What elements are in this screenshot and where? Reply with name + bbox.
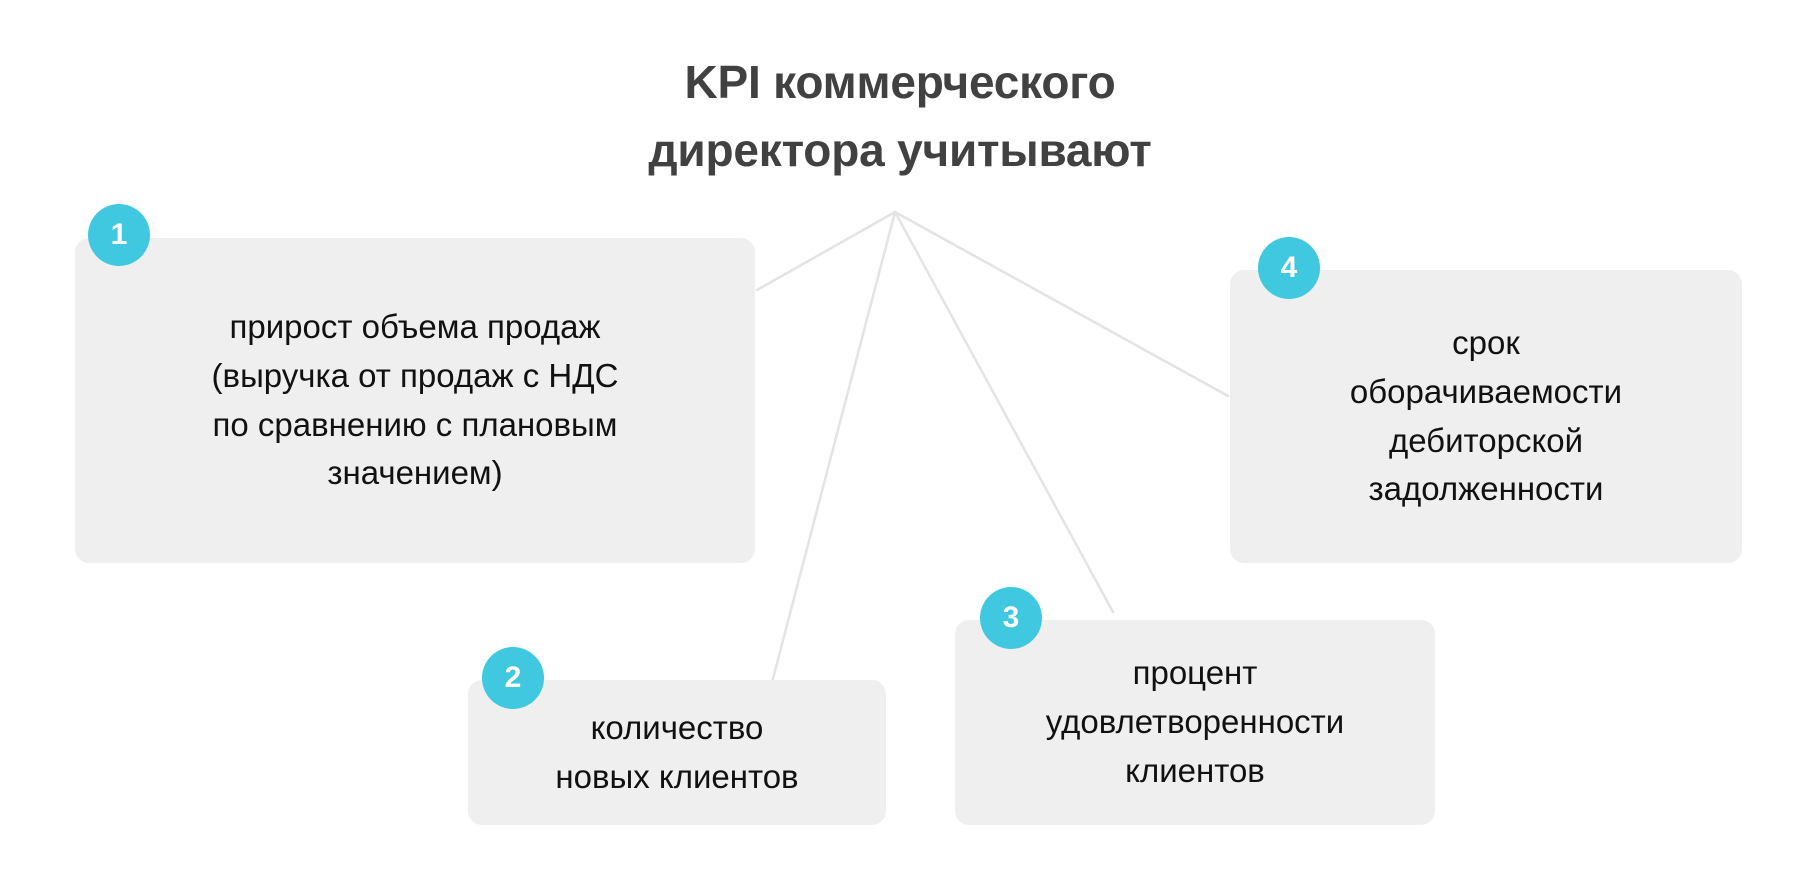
kpi-badge-3: 3 — [980, 587, 1042, 649]
kpi-card-1-line-1: прирост объема продаж — [229, 307, 601, 345]
kpi-card-2-line-1: количество — [590, 708, 764, 746]
kpi-card-3-text: процент удовлетворенности клиентов — [955, 649, 1435, 795]
kpi-card-4-line-3: дебиторской — [1388, 421, 1584, 459]
connector-line-2 — [768, 210, 897, 692]
kpi-card-3: процент удовлетворенности клиентов — [955, 620, 1435, 825]
page-title: KPI коммерческого директора учитывают — [0, 48, 1800, 184]
kpi-card-2-line-2: новых клиентов — [555, 757, 799, 795]
kpi-card-3-line-1: процент — [1132, 654, 1258, 692]
kpi-card-1: прирост объема продаж (выручка от продаж… — [75, 238, 755, 563]
kpi-card-4-line-4: задолженности — [1368, 470, 1604, 508]
kpi-card-1-line-3: по сравнению с плановым — [212, 405, 618, 443]
connector-line-1 — [755, 210, 897, 292]
kpi-card-1-text: прирост объема продаж (выручка от продаж… — [75, 303, 755, 498]
kpi-card-4-line-2: оборачиваемости — [1349, 372, 1623, 410]
kpi-card-2-text: количество новых клиентов — [468, 704, 886, 802]
kpi-card-1-line-2: (выручка от продаж с НДС — [211, 356, 619, 394]
kpi-card-2: количество новых клиентов — [468, 680, 886, 825]
kpi-card-3-line-2: удовлетворенности — [1045, 703, 1345, 741]
connector-line-4 — [893, 210, 1230, 398]
kpi-badge-1: 1 — [88, 204, 150, 266]
page-title-line-1: KPI коммерческого — [684, 56, 1116, 108]
connector-line-3 — [893, 210, 1115, 614]
kpi-card-4-text: срок оборачиваемости дебиторской задолже… — [1230, 319, 1742, 514]
kpi-badge-4: 4 — [1258, 237, 1320, 299]
page-title-line-2: директора учитывают — [648, 124, 1152, 177]
kpi-card-4: срок оборачиваемости дебиторской задолже… — [1230, 270, 1742, 563]
kpi-card-4-line-1: срок — [1452, 323, 1520, 361]
kpi-card-3-line-3: клиентов — [1125, 751, 1265, 789]
kpi-badge-2: 2 — [482, 647, 544, 709]
kpi-card-1-line-4: значением) — [327, 454, 503, 492]
